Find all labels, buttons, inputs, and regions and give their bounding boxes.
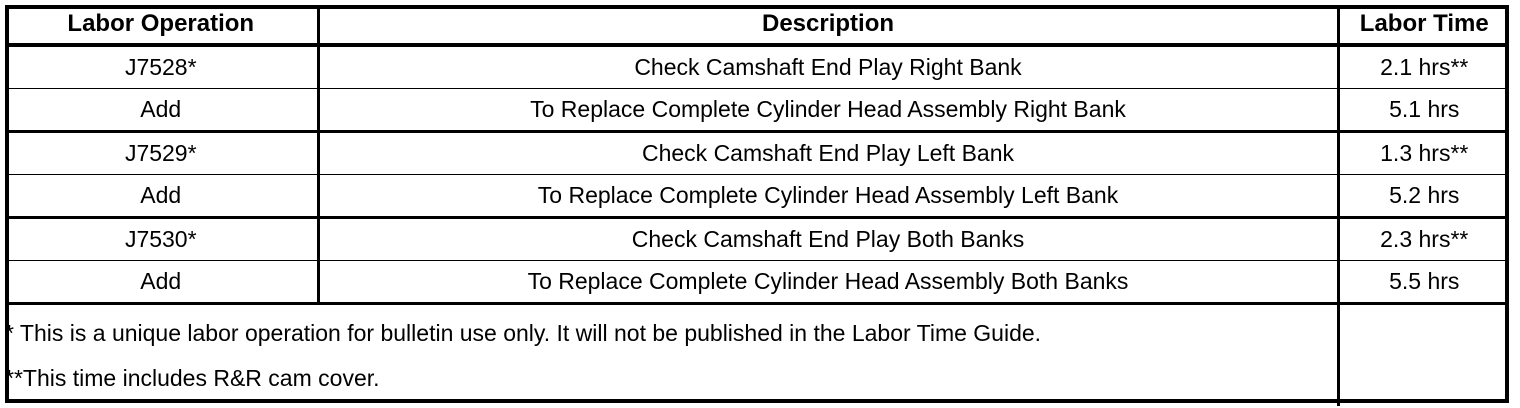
cell-labor-operation: Add — [5, 260, 320, 305]
cell-labor-time: 2.1 hrs** — [1338, 45, 1509, 89]
cell-labor-operation: Add — [5, 88, 320, 133]
footnote-double-asterisk: **This time includes R&R cam cover. — [5, 364, 380, 391]
table-row: J7529* Check Camshaft End Play Left Bank… — [5, 131, 1509, 175]
table-row: J7530* Check Camshaft End Play Both Bank… — [5, 217, 1509, 261]
column-header-labor-operation: Labor Operation — [5, 5, 320, 47]
column-header-labor-time: Labor Time — [1338, 5, 1509, 47]
cell-description: To Replace Complete Cylinder Head Assemb… — [318, 174, 1340, 219]
table-row: Add To Replace Complete Cylinder Head As… — [5, 88, 1509, 133]
cell-description: To Replace Complete Cylinder Head Assemb… — [318, 260, 1340, 305]
cell-labor-operation: Add — [5, 174, 320, 219]
labor-operation-table: Labor Operation Description Labor Time J… — [5, 5, 1509, 406]
cell-labor-operation: J7529* — [5, 131, 320, 175]
cell-labor-time: 5.1 hrs — [1338, 88, 1509, 133]
cell-description: Check Camshaft End Play Both Banks — [318, 217, 1340, 261]
footnote-single-asterisk: * This is a unique labor operation for b… — [5, 319, 1042, 346]
cell-description: To Replace Complete Cylinder Head Assemb… — [318, 88, 1340, 133]
cell-description: Check Camshaft End Play Right Bank — [318, 45, 1340, 89]
cell-labor-operation: J7528* — [5, 45, 320, 89]
header-row: Labor Operation Description Labor Time — [5, 5, 1509, 47]
cell-labor-operation: J7530* — [5, 217, 320, 261]
cell-labor-time: 5.5 hrs — [1338, 260, 1509, 305]
table-row: Add To Replace Complete Cylinder Head As… — [5, 260, 1509, 305]
table-body: J7528* Check Camshaft End Play Right Ban… — [5, 45, 1509, 406]
cell-labor-time: 2.3 hrs** — [1338, 217, 1509, 261]
footnote-block: * This is a unique labor operation for b… — [5, 303, 1340, 406]
footnote-empty-labor-time-cell — [1338, 303, 1509, 406]
column-header-description: Description — [318, 5, 1340, 47]
footnote-row: * This is a unique labor operation for b… — [5, 303, 1509, 406]
cell-labor-time: 1.3 hrs** — [1338, 131, 1509, 175]
table-row: Add To Replace Complete Cylinder Head As… — [5, 174, 1509, 219]
footnote-spacer — [5, 346, 1337, 366]
table-header: Labor Operation Description Labor Time — [5, 5, 1509, 47]
cell-description: Check Camshaft End Play Left Bank — [318, 131, 1340, 175]
cell-labor-time: 5.2 hrs — [1338, 174, 1509, 219]
table-row: J7528* Check Camshaft End Play Right Ban… — [5, 45, 1509, 89]
